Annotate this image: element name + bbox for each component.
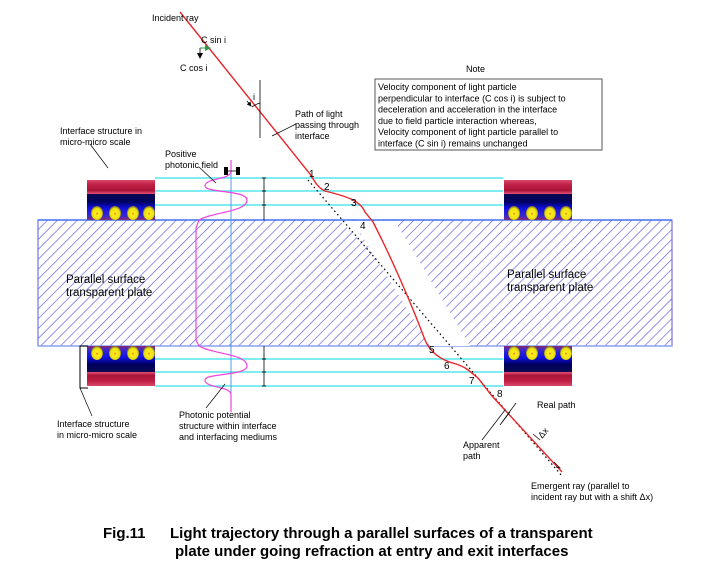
positive-field-label: Positive photonic field	[165, 149, 218, 170]
c-sin-i-label: C sin i	[201, 35, 226, 45]
interface-bottom-pointer	[79, 387, 93, 417]
path-point-8: 8	[497, 389, 503, 400]
photonic-potential-label: Photonic potential structure within inte…	[179, 410, 279, 442]
angle-i-label: i	[253, 92, 255, 102]
incident-ray-label: Incident ray	[152, 13, 199, 23]
c-cos-i-label: C cos i	[180, 63, 208, 73]
thickness-arrows	[262, 177, 266, 387]
transparent-plate	[37, 219, 673, 347]
real-path-label: Real path	[537, 400, 576, 410]
caption-line-2: plate under going refraction at entry an…	[175, 543, 568, 560]
path-point-1: 1	[309, 169, 315, 180]
angle-arc	[251, 102, 261, 108]
real-path-pointer	[499, 402, 517, 426]
interface-block-top-right	[504, 180, 572, 220]
path-point-7: 7	[469, 376, 475, 387]
plate-label-left: Parallel surface transparent plate	[66, 274, 152, 299]
photonic-potential-pointer	[205, 383, 226, 409]
interface-top-label: Interface structure in micro-micro scale	[60, 126, 145, 147]
photonic-potential-curve	[195, 160, 248, 412]
path-of-light-pointer	[271, 123, 297, 137]
path-point-4: 4	[360, 221, 366, 232]
path-of-light-label: Path of light passing through interface	[295, 109, 362, 141]
field-width-indicator	[224, 167, 240, 175]
interface-bottom-label: Interface structure in micro-micro scale	[57, 419, 137, 440]
caption-line-1: Light trajectory through a parallel surf…	[170, 525, 593, 542]
delta-x-label: Δx	[536, 425, 551, 440]
note-box	[374, 78, 603, 151]
ray-clear-zone	[353, 221, 470, 346]
plate-label-right: Parallel surface transparent plate	[507, 269, 593, 294]
figure-number: Fig.11	[103, 525, 146, 542]
note-title: Note	[466, 64, 485, 74]
delta-x-marker	[532, 433, 541, 441]
path-point-2: 2	[324, 182, 330, 193]
path-point-5: 5	[429, 345, 435, 356]
real-light-path	[179, 11, 563, 473]
emergent-ray-label: Emergent ray (parallel to incident ray b…	[531, 481, 653, 502]
positive-field-pointer	[198, 166, 217, 184]
note-text: Velocity component of light particle per…	[378, 82, 568, 149]
interface-top-pointer	[89, 143, 109, 169]
apparent-path-pointer	[481, 409, 506, 441]
interface-block-top-left	[87, 180, 155, 220]
interface-bracket	[79, 345, 88, 389]
apparent-path-label: Apparent path	[463, 440, 502, 461]
path-point-3: 3	[351, 198, 357, 209]
path-point-6: 6	[444, 361, 450, 372]
